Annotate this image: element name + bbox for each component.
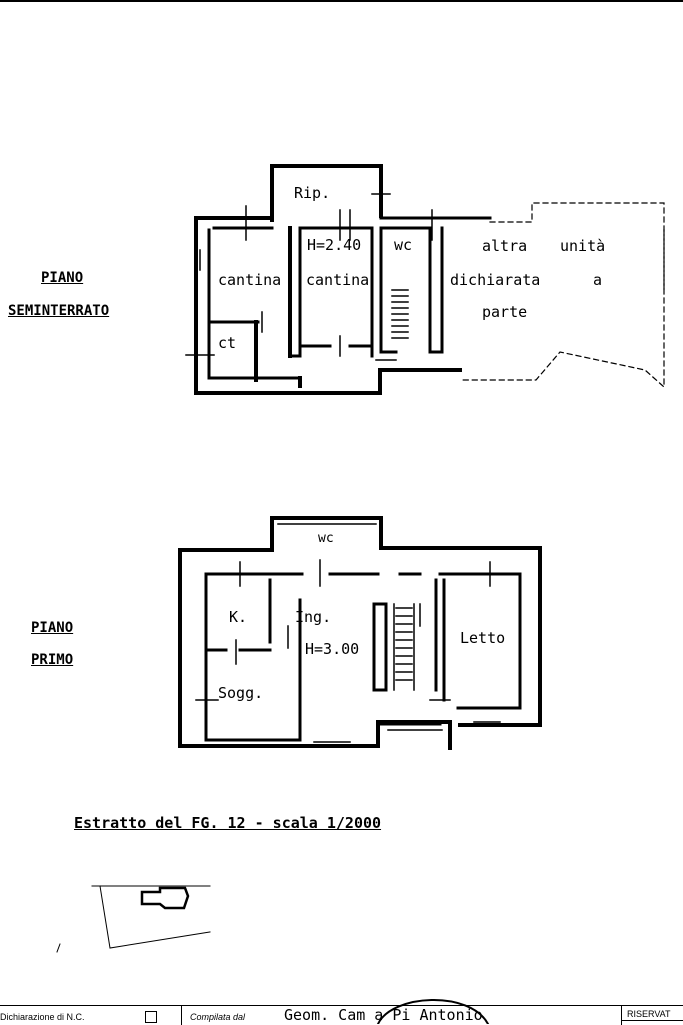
room-label-wc-first: wc <box>318 531 334 546</box>
floor-label-first-line1: PIANO <box>31 620 74 636</box>
footer-compiled-by-label: Compilata dal <box>190 1012 246 1022</box>
room-label-k: K. <box>229 608 248 626</box>
footer-declaration-label: Dichiarazione di N.C. <box>0 1012 85 1022</box>
stamp-arc <box>376 999 490 1024</box>
footer-reserved-label: RISERVAT <box>627 1009 671 1019</box>
other-unit-outline <box>459 202 665 389</box>
first-floor-plan <box>178 516 542 750</box>
other-unit-text-3: dichiarata <box>450 271 541 289</box>
floor-label-basement-line2: SEMINTERRATO <box>8 303 110 319</box>
extract-title: Estratto del FG. 12 - scala 1/2000 <box>74 814 382 832</box>
footer-author-name: Geom. Cam a Pi Antonio <box>284 1006 483 1024</box>
top-border-line <box>0 0 683 2</box>
other-unit-text-1: altra <box>482 237 528 255</box>
footer-reserved-underline <box>621 1020 683 1021</box>
footer-divider-1 <box>181 1006 182 1025</box>
room-label-cantina-1: cantina <box>218 271 282 289</box>
footer-bar: Dichiarazione di N.C. Compilata dal Geom… <box>0 1005 683 1025</box>
room-label-ing: Ing. <box>295 608 332 626</box>
room-label-cantina-2: cantina <box>306 271 370 289</box>
room-label-sogg: Sogg. <box>218 684 264 702</box>
other-unit-text-5: parte <box>482 303 528 321</box>
room-label-rip: Rip. <box>294 184 331 202</box>
room-label-wc-basement: wc <box>394 236 413 254</box>
floor-label-basement-line1: PIANO <box>41 270 84 286</box>
other-unit-text-4: a <box>593 271 603 289</box>
room-label-letto: Letto <box>460 629 506 647</box>
room-label-height-first: H=3.00 <box>305 640 360 658</box>
other-unit-text-2: unità <box>560 237 606 255</box>
room-label-ct: ct <box>218 334 237 352</box>
footer-divider-2 <box>621 1006 622 1025</box>
room-label-height-basement: H=2.40 <box>307 236 362 254</box>
basement-plan <box>185 164 492 395</box>
floor-label-first-line2: PRIMO <box>31 652 74 668</box>
declaration-checkbox[interactable] <box>145 1011 157 1023</box>
site-extract-map <box>56 885 211 953</box>
